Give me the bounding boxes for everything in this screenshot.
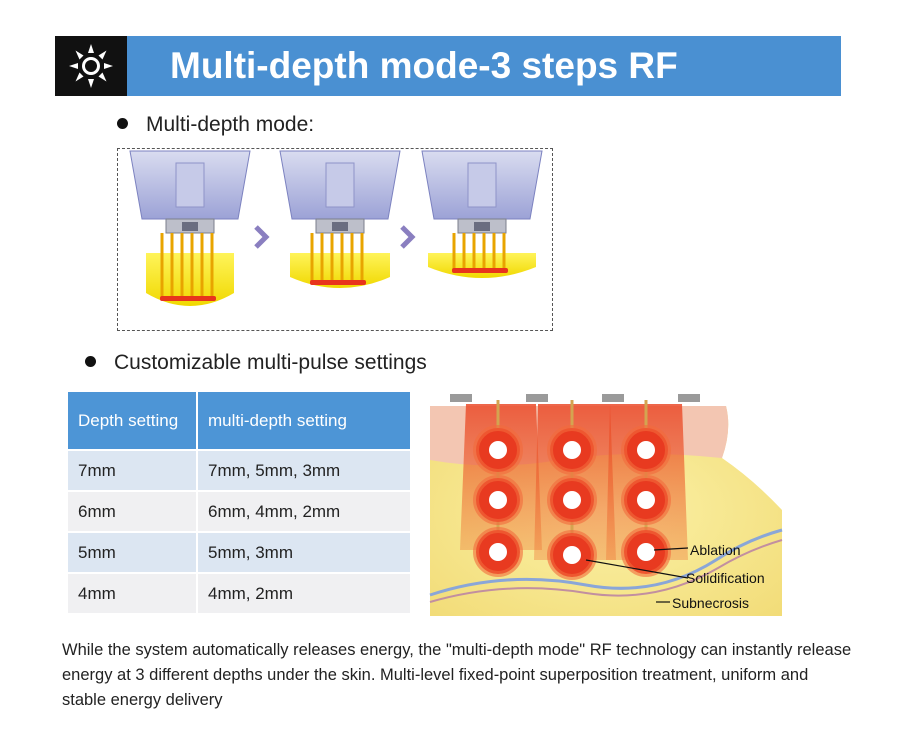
header-banner	[127, 36, 841, 96]
table-header-depth: Depth setting	[68, 392, 196, 449]
label-subnecrosis: Subnecrosis	[672, 595, 750, 611]
table-cell: 5mm, 3mm	[196, 531, 410, 572]
table-row: 4mm 4mm, 2mm	[68, 572, 410, 613]
table-cell: 7mm, 5mm, 3mm	[196, 449, 410, 490]
table-cell: 4mm	[68, 572, 196, 613]
label-ablation: Ablation	[690, 542, 741, 558]
table-cell: 5mm	[68, 531, 196, 572]
bullet-icon	[117, 117, 128, 129]
page-title: Multi-depth mode-3 steps RF	[170, 45, 678, 86]
chevron-right-icon	[254, 225, 270, 249]
tip-shallow	[421, 150, 543, 278]
table-cell: 6mm	[68, 490, 196, 531]
table-header-row: Depth setting multi-depth setting	[68, 392, 410, 449]
section-multi-depth-label: Multi-depth mode:	[146, 113, 315, 136]
tip-deep	[129, 150, 251, 306]
bullet-icon	[85, 355, 96, 367]
depth-settings-table: Depth setting multi-depth setting 7mm 7m…	[68, 392, 410, 613]
table-row: 5mm 5mm, 3mm	[68, 531, 410, 572]
section-multi-pulse-label: Customizable multi-pulse settings	[114, 351, 427, 374]
table-row: 7mm 7mm, 5mm, 3mm	[68, 449, 410, 490]
label-solidification: Solidification	[686, 570, 765, 586]
table-header-multi-depth: multi-depth setting	[196, 392, 410, 449]
device-tips-illustration	[129, 150, 543, 306]
skin-depth-diagram: Ablation Solidification Subnecrosis	[426, 390, 784, 618]
section-multi-depth: Multi-depth mode:	[117, 113, 314, 137]
sun-icon	[69, 44, 113, 88]
header-icon-box	[55, 36, 127, 96]
table-cell: 7mm	[68, 449, 196, 490]
tip-medium	[279, 150, 401, 288]
chevron-right-icon	[400, 225, 416, 249]
section-multi-pulse: Customizable multi-pulse settings	[85, 351, 427, 375]
description-text: While the system automatically releases …	[62, 641, 852, 709]
table-row: 6mm 6mm, 4mm, 2mm	[68, 490, 410, 531]
table-cell: 6mm, 4mm, 2mm	[196, 490, 410, 531]
skin-cross-section	[426, 390, 784, 618]
table-cell: 4mm, 2mm	[196, 572, 410, 613]
device-illustration-panel	[117, 148, 553, 331]
